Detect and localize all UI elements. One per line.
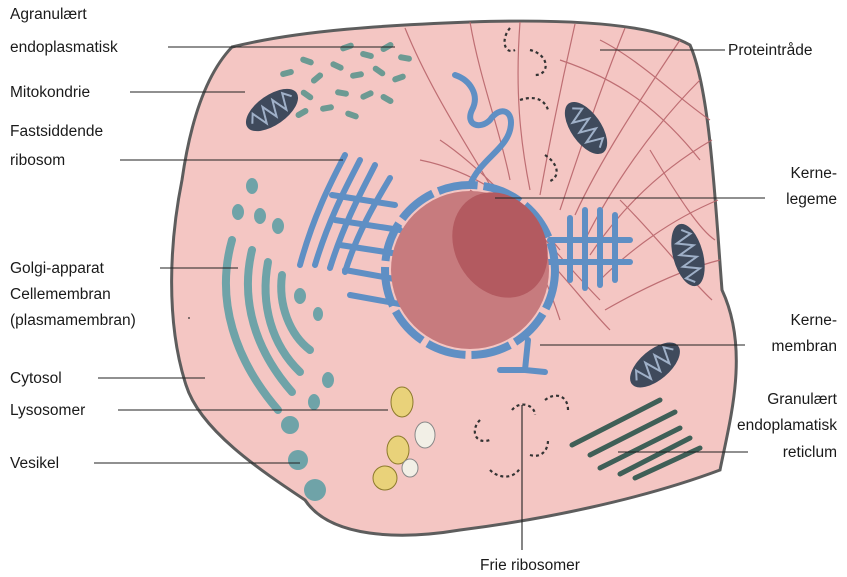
label-nucleolus-line1: Kerne- bbox=[790, 165, 837, 182]
label-nuclear-membrane-line1: Kerne- bbox=[790, 312, 837, 329]
label-cell-membrane-line1: Cellemembran bbox=[10, 286, 111, 303]
label-nuclear-membrane-line2: membran bbox=[772, 338, 837, 355]
label-granular-er-line1: Granulært bbox=[767, 391, 837, 408]
label-lysosomes: Lysosomer bbox=[10, 402, 85, 419]
label-nucleolus-line2: legeme bbox=[786, 191, 837, 208]
label-free-ribosomes: Frie ribosomer bbox=[480, 557, 580, 574]
label-cytosol: Cytosol bbox=[10, 370, 62, 387]
label-fixed-ribosome-line2: ribosom bbox=[10, 152, 65, 169]
label-golgi: Golgi-apparat bbox=[10, 260, 105, 277]
label-granular-er-line2: endoplamatisk bbox=[737, 417, 837, 434]
label-fixed-ribosome-line1: Fastsiddende bbox=[10, 123, 103, 140]
label-protein-threads: Proteintråde bbox=[728, 42, 812, 59]
label-agranular-er-line2: endoplasmatisk bbox=[10, 39, 118, 56]
label-mitochondrion: Mitokondrie bbox=[10, 84, 90, 101]
label-granular-er-line3: reticlum bbox=[783, 444, 837, 461]
label-agranular-er-line1: Agranulært bbox=[10, 6, 87, 23]
label-cell-membrane-line2: (plasmamembran) bbox=[10, 312, 136, 329]
label-vesicle: Vesikel bbox=[10, 455, 59, 472]
